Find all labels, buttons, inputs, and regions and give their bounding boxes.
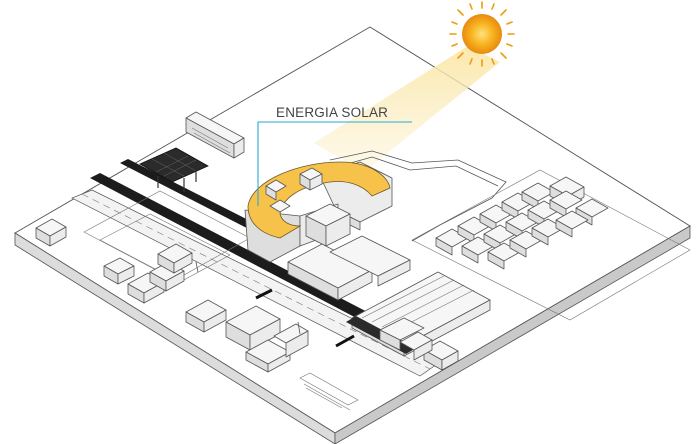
road-crossings <box>195 261 355 348</box>
solar-panel-icon <box>139 147 209 192</box>
industrial-sheds <box>346 271 491 371</box>
right-residential-blocks <box>411 169 691 321</box>
callout-line <box>257 121 412 206</box>
main-building <box>244 121 507 301</box>
sunlight-beam <box>314 46 500 172</box>
billboard-icon <box>185 111 245 159</box>
site-base <box>14 26 691 444</box>
solar-roof-highlight <box>247 161 391 239</box>
energia-solar-label: ENERGIA SOLAR <box>276 105 388 120</box>
left-residential-blocks <box>35 190 359 411</box>
sun-icon <box>449 1 515 67</box>
